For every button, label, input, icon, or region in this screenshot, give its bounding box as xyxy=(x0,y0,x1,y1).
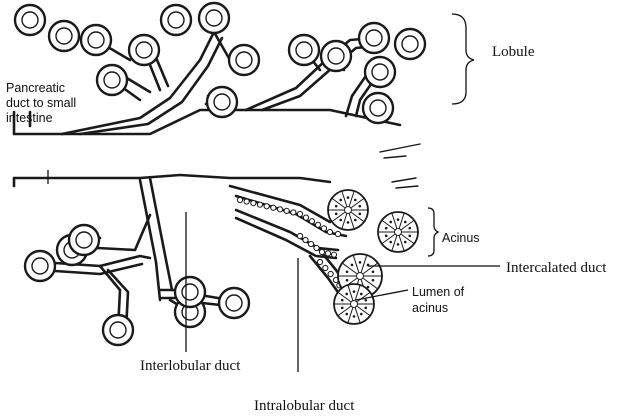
intercalated-cell xyxy=(303,215,308,220)
acini-cluster xyxy=(328,190,418,324)
terminal-bulb xyxy=(15,5,45,35)
intercalated-cell xyxy=(308,241,313,246)
intercalated-cell xyxy=(315,222,320,227)
lumen-label-line2: acinus xyxy=(412,301,448,315)
terminal-bulb xyxy=(81,25,111,55)
intralobular-duct-label: Intralobular duct xyxy=(254,398,355,414)
intercalated-cell xyxy=(264,204,269,209)
intercalated-cell xyxy=(291,210,296,215)
terminal-bulb xyxy=(175,277,205,307)
intercalated-cell xyxy=(327,229,332,234)
main-pancreatic-duct xyxy=(14,110,400,186)
duct-fragments xyxy=(380,144,420,188)
intercalated-cell xyxy=(297,233,302,238)
intercalated-cell xyxy=(303,237,308,242)
intercalated-cell xyxy=(325,251,330,256)
terminal-bulb xyxy=(219,288,249,318)
terminal-bulb xyxy=(321,41,351,71)
intercalated-cell xyxy=(335,231,340,236)
terminal-bulb xyxy=(207,87,237,117)
terminal-bulb xyxy=(363,93,393,123)
terminal-bulb xyxy=(103,315,133,345)
acinus xyxy=(378,212,418,252)
terminal-bulb xyxy=(365,57,395,87)
intercalated-duct-label: Intercalated duct xyxy=(506,260,607,276)
intercalated-cell xyxy=(277,207,282,212)
intercalated-cell xyxy=(284,208,289,213)
pancreatic-duct-label-line3: intestine xyxy=(6,111,53,125)
lumen-label-line1: Lumen of xyxy=(412,285,465,299)
intercalated-cell xyxy=(309,219,314,224)
terminal-bulb xyxy=(49,21,79,51)
intercalated-cell xyxy=(314,245,319,250)
pancreatic-duct-label-line1: Pancreatic xyxy=(6,81,65,95)
intercalated-cell xyxy=(271,205,276,210)
terminal-bulb xyxy=(395,29,425,59)
intercalated-cell xyxy=(257,202,262,207)
acinus xyxy=(328,190,368,230)
terminal-bulb xyxy=(359,23,389,53)
intercalated-cell xyxy=(319,249,324,254)
lobule-label: Lobule xyxy=(492,44,535,60)
terminal-bulb xyxy=(97,65,127,95)
acinus-brace xyxy=(428,208,438,256)
terminal-bulb xyxy=(25,251,55,281)
intercalated-cell xyxy=(317,259,322,264)
terminal-bulb xyxy=(229,45,259,75)
intercalated-cell xyxy=(244,199,249,204)
acinus xyxy=(334,284,374,324)
intercalated-cell xyxy=(328,271,333,276)
terminal-bulb xyxy=(69,225,99,255)
acinus-label: Acinus xyxy=(442,231,480,245)
terminal-bulb xyxy=(199,3,229,33)
lobule-brace xyxy=(452,14,474,104)
intercalated-cell xyxy=(251,201,256,206)
terminal-bulb xyxy=(129,35,159,65)
intercalated-cell xyxy=(321,226,326,231)
intercalated-cell xyxy=(323,265,328,270)
interlobular-duct-label: Interlobular duct xyxy=(140,358,241,374)
terminal-bulb xyxy=(289,35,319,65)
terminal-bulb xyxy=(161,5,191,35)
intercalated-cell xyxy=(331,252,336,257)
intercalated-cell xyxy=(237,197,242,202)
pancreatic-duct-label-line2: duct to small xyxy=(6,96,76,110)
intercalated-cell xyxy=(297,211,302,216)
